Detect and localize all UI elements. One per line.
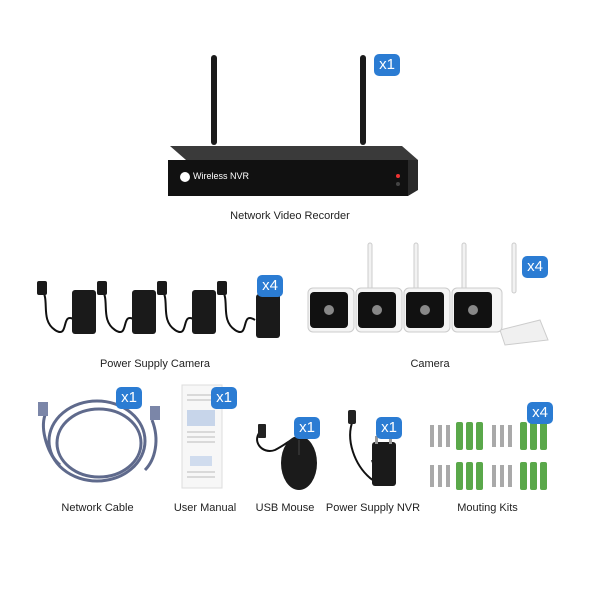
nvr-top xyxy=(170,146,418,160)
cam-antenna-3 xyxy=(461,242,467,294)
adapter-1 xyxy=(72,290,96,334)
network-video-recorder xyxy=(168,55,418,196)
rj45-plug-left xyxy=(38,402,48,416)
power-supply-camera-group xyxy=(41,289,256,333)
network-cable xyxy=(38,399,160,483)
nvr-antenna-left xyxy=(211,55,217,145)
adapter-2 xyxy=(132,290,156,334)
dc-plug-2 xyxy=(97,281,107,295)
dc-plug-nvr xyxy=(348,410,356,424)
nvr-caption: Network Video Recorder xyxy=(230,210,350,222)
camera-caption: Camera xyxy=(410,358,450,370)
dc-plug-4 xyxy=(217,281,227,295)
cam-antenna-1 xyxy=(367,242,373,294)
adapter-4 xyxy=(256,294,280,338)
nvr-led xyxy=(396,182,400,186)
adapter-nvr xyxy=(372,442,396,486)
usb-plug xyxy=(258,424,266,438)
camera-mount xyxy=(499,319,549,346)
nvr-antenna-right xyxy=(360,55,366,145)
power-nvr-qty-badge: x1 xyxy=(376,417,402,439)
kits-qty-badge: x4 xyxy=(527,402,553,424)
nvr-logo-icon xyxy=(180,172,190,182)
mouse-body xyxy=(281,436,317,490)
manual-qty-badge: x1 xyxy=(211,387,237,409)
camera-group xyxy=(307,242,549,346)
nvr-side xyxy=(408,160,418,196)
manual-image-2 xyxy=(190,456,212,466)
power-supply-nvr xyxy=(348,410,396,486)
camera-lens-4 xyxy=(468,305,478,315)
adapter-3 xyxy=(192,290,216,334)
cable-caption: Network Cable xyxy=(61,502,134,514)
cable-qty-badge: x1 xyxy=(116,387,142,409)
mouse-caption: USB Mouse xyxy=(255,502,315,514)
camera-qty-badge: x4 xyxy=(522,256,548,278)
power-adapters-camera xyxy=(37,281,280,338)
rj45-plug-right xyxy=(150,406,160,420)
manual-image-1 xyxy=(187,410,215,426)
mouse-qty-badge: x1 xyxy=(294,417,320,439)
wall-anchors xyxy=(456,422,547,490)
usb-mouse xyxy=(256,424,317,490)
cam-antenna-4 xyxy=(511,242,517,294)
camera-lens-1 xyxy=(324,305,334,315)
nvr-brand-text: Wireless NVR xyxy=(193,171,250,181)
cam-antenna-2 xyxy=(413,242,419,294)
nvr-led-red xyxy=(396,174,400,178)
mounting-kits xyxy=(430,422,547,490)
kits-caption: Mouting Kits xyxy=(457,502,518,514)
power-camera-caption: Power Supply Camera xyxy=(99,358,211,370)
dc-plug-1 xyxy=(37,281,47,295)
power-nvr-caption: Power Supply NVR xyxy=(325,502,421,514)
power-camera-qty-badge: x4 xyxy=(257,275,283,297)
camera-lens-3 xyxy=(420,305,430,315)
nvr-front xyxy=(168,160,408,196)
dc-plug-3 xyxy=(157,281,167,295)
nvr-qty-badge: x1 xyxy=(374,54,400,76)
manual-caption: User Manual xyxy=(173,502,237,514)
camera-lens-2 xyxy=(372,305,382,315)
screws xyxy=(430,425,512,487)
